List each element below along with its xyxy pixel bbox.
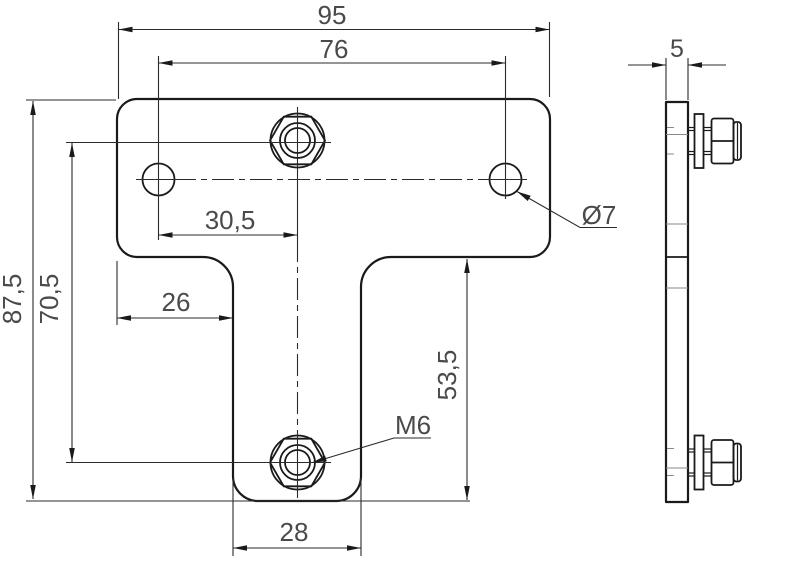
- arrowhead-top: [30, 101, 36, 115]
- arrowhead: [312, 455, 327, 463]
- label-text: M6: [395, 410, 431, 440]
- front-view: 95 76 30,5 26: [0, 0, 617, 556]
- dim-text: 70,5: [34, 274, 64, 325]
- bolt-side-bottom: [688, 434, 742, 491]
- arrowhead-top: [464, 259, 470, 273]
- dim-overall-width: 95: [117, 0, 551, 99]
- arrowhead-top: [69, 143, 75, 157]
- arrowhead-right: [491, 60, 506, 66]
- plate-side-outline: [664, 100, 690, 504]
- bolt-side-top: [688, 113, 742, 169]
- arrowhead-left: [158, 60, 173, 66]
- washer-side: [693, 113, 705, 169]
- label-text: Ø7: [582, 200, 617, 230]
- bolt-end-cap: [732, 442, 742, 483]
- arrowhead-right: [688, 62, 702, 68]
- dim-thickness: 5: [628, 35, 726, 100]
- arrowhead-right: [283, 232, 298, 238]
- dim-text: 87,5: [0, 274, 27, 325]
- arrowhead-left: [118, 26, 133, 33]
- dim-stem-width: 28: [232, 478, 362, 556]
- arrowhead-bottom: [30, 485, 36, 499]
- dim-overall-height: 87,5: [0, 99, 470, 502]
- arrowhead-right: [535, 26, 550, 33]
- leader-line: [516, 191, 617, 229]
- arrowhead-bottom: [464, 486, 470, 500]
- arrowhead-left: [233, 545, 247, 551]
- leader-thread: M6: [312, 410, 431, 464]
- leader-hole-diameter: Ø7: [516, 191, 617, 230]
- dim-text: 53,5: [432, 350, 462, 401]
- arrowhead-right: [219, 315, 233, 321]
- dim-stem-height: 53,5: [432, 259, 470, 500]
- dim-text: 28: [280, 517, 309, 547]
- hex-nut: [268, 115, 327, 166]
- washer-side: [693, 434, 705, 491]
- dim-flange-offset: 26: [116, 261, 233, 325]
- dim-stud-spacing: 70,5: [34, 141, 331, 464]
- arrowhead-left: [117, 315, 131, 321]
- dim-hole-to-stud: 30,5: [158, 205, 298, 238]
- arrowhead: [517, 191, 531, 201]
- arrowhead-bottom: [69, 448, 75, 462]
- arrowhead-left: [652, 62, 666, 68]
- dim-text: 95: [318, 0, 347, 30]
- leader-line: [312, 437, 431, 464]
- side-view: 5: [628, 35, 742, 504]
- dim-text: 30,5: [205, 205, 256, 235]
- arrowhead-right: [347, 545, 361, 551]
- dim-text: 26: [162, 287, 191, 317]
- bolt-end-cap: [732, 121, 742, 161]
- dim-text: 76: [320, 34, 349, 64]
- arrowhead-left: [158, 232, 173, 238]
- dim-hole-spacing: 76: [157, 34, 507, 240]
- dim-text: 5: [670, 35, 684, 63]
